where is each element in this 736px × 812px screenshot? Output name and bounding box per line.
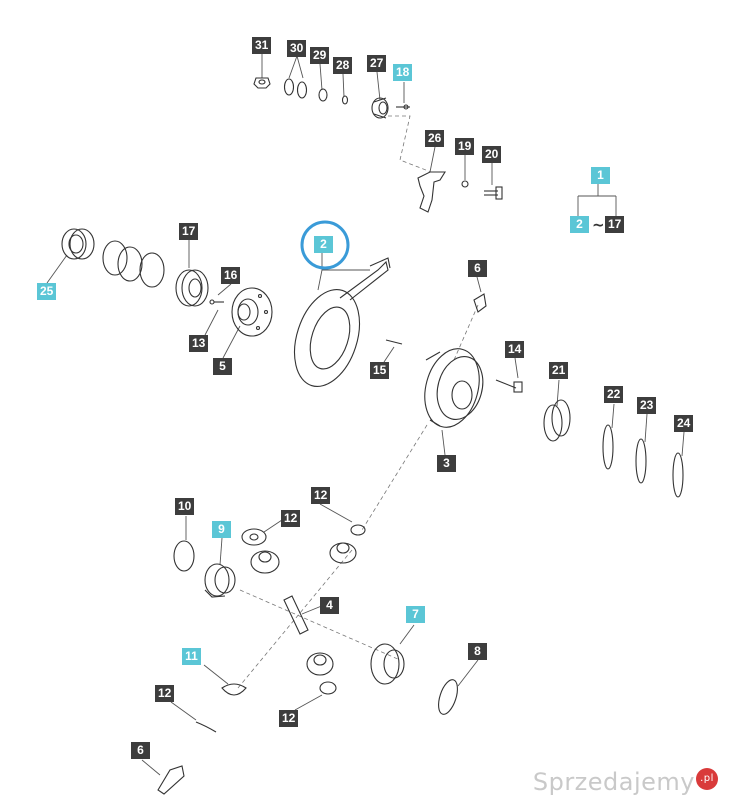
callout-19: 19 [455, 138, 475, 155]
callout-range-end: 17 [605, 216, 625, 233]
bolt-20 [484, 186, 503, 200]
shim-24 [672, 452, 684, 498]
ring-28 [341, 95, 349, 105]
bolt-13 [209, 299, 224, 305]
callout-27: 27 [367, 55, 387, 72]
callout-17: 17 [179, 223, 199, 240]
bolt-31 [253, 77, 271, 89]
callout-25: 25 [37, 283, 57, 300]
bearing-17 [175, 269, 209, 307]
bearing-21 [543, 399, 571, 442]
ring-10 [173, 540, 195, 572]
washer-12b [350, 524, 366, 536]
washer-19 [461, 180, 469, 188]
highlight-circle [300, 220, 350, 270]
shim-22 [602, 424, 614, 470]
callout-13: 13 [189, 335, 209, 352]
washer-11 [221, 683, 247, 696]
washer-12c [195, 721, 217, 733]
callout-26: 26 [425, 130, 445, 147]
pin-18 [396, 104, 410, 110]
bushing-27 [371, 97, 389, 119]
callout-15: 15 [370, 362, 390, 379]
watermark-text: Sprzedajemy [532, 768, 695, 796]
pin-15 [385, 339, 403, 345]
callout-18: 18 [393, 64, 413, 81]
fork-26 [417, 171, 446, 213]
callout-6-upper: 6 [468, 260, 487, 277]
callout-3: 3 [437, 455, 456, 472]
callout-1: 1 [591, 167, 610, 184]
watermark: Sprzedajemy.pl [533, 768, 718, 796]
watermark-badge: .pl [696, 768, 718, 790]
leader-lines [46, 54, 685, 776]
seal-25 [61, 228, 95, 260]
range-separator: ~ [592, 216, 605, 234]
orings-30 [283, 78, 308, 99]
callout-24: 24 [674, 415, 694, 432]
callout-8: 8 [468, 643, 487, 660]
side-gear-9 [204, 563, 236, 598]
ring-gear-2 [294, 257, 391, 387]
housing-3 [424, 348, 484, 428]
callout-5: 5 [213, 358, 232, 375]
callout-12-mid: 12 [281, 510, 301, 527]
callout-30: 30 [287, 40, 307, 57]
pinion-gear-12 [250, 550, 280, 574]
callout-12-lower-left: 12 [155, 685, 175, 702]
pinion-gear-12b [329, 542, 357, 564]
callout-20: 20 [482, 146, 502, 163]
callout-16: 16 [221, 267, 241, 284]
washer-12a [241, 528, 267, 546]
callout-31: 31 [252, 37, 272, 54]
callout-9: 9 [212, 521, 231, 538]
bolt-14 [495, 379, 523, 393]
pinion-gear-lower [306, 652, 334, 676]
callout-6-lower: 6 [131, 742, 150, 759]
callout-range-start: 2 [570, 216, 589, 233]
callout-12-lower: 12 [279, 710, 299, 727]
callout-21: 21 [549, 362, 569, 379]
ring-29 [318, 88, 328, 102]
callout-7: 7 [406, 606, 425, 623]
pin-6-lower [157, 765, 185, 795]
side-gear-7 [370, 643, 405, 685]
washer-12d [319, 681, 337, 695]
callout-4: 4 [320, 597, 339, 614]
ring-8 [438, 679, 458, 715]
shim-rings [102, 240, 165, 288]
cover-5 [231, 287, 273, 337]
shim-23 [635, 438, 647, 484]
callout-10: 10 [175, 498, 195, 515]
callout-29: 29 [310, 47, 330, 64]
shaft-4 [283, 595, 309, 635]
callout-12-upper: 12 [311, 487, 331, 504]
pin-6-upper [473, 293, 487, 313]
callout-22: 22 [604, 386, 624, 403]
callout-11: 11 [182, 648, 201, 665]
callout-14: 14 [505, 341, 525, 358]
callout-23: 23 [637, 397, 657, 414]
callout-28: 28 [333, 57, 353, 74]
assembly-lines [237, 115, 479, 689]
callout-2: 2 [314, 236, 333, 253]
